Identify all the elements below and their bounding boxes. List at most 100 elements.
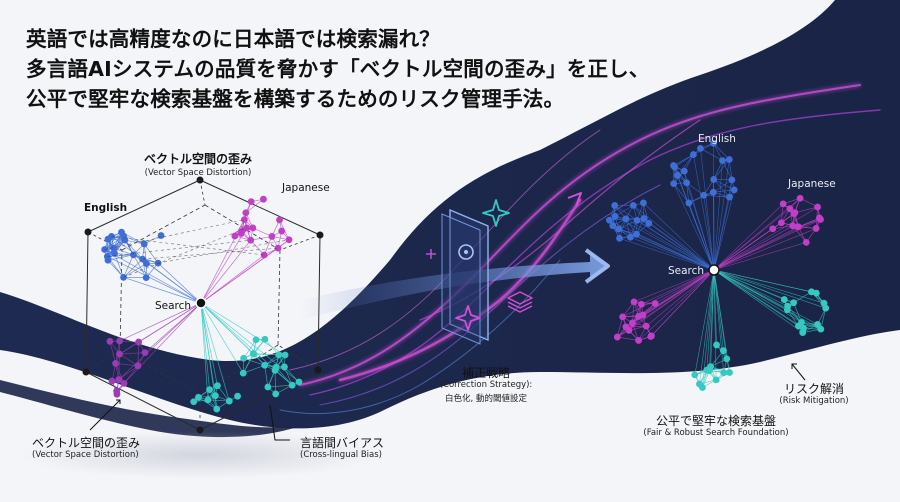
distortion-top-sublabel: (Vector Space Distortion) (144, 168, 252, 178)
cluster-node (278, 227, 286, 235)
search-link (625, 218, 715, 271)
right-english-cluster (670, 139, 738, 207)
cluster-edge (722, 160, 733, 181)
cluster-edge (123, 258, 143, 278)
left-network-shadow (20, 431, 380, 479)
cluster-node (242, 209, 250, 217)
cluster-node (157, 232, 165, 239)
search-link (638, 269, 715, 341)
search-link (713, 269, 799, 327)
cluster-edge (713, 160, 723, 180)
cluster-edge (673, 183, 690, 204)
cluster-node (118, 228, 125, 236)
search-link (699, 269, 715, 385)
search-link (144, 302, 202, 353)
cluster-node (213, 405, 221, 413)
search-link (713, 242, 807, 271)
hex-edge (199, 179, 321, 236)
search-link (713, 228, 817, 271)
cluster-edge (207, 399, 230, 402)
cluster-edge (133, 254, 147, 278)
right-search-node (708, 264, 720, 276)
cluster-node (260, 195, 267, 203)
cluster-edge (243, 339, 257, 359)
distortion-top-label: ベクトル空間の歪み (143, 152, 253, 166)
cluster-edge (713, 179, 730, 198)
cluster-edge (643, 202, 650, 224)
hex-vertex (196, 426, 204, 434)
cluster-edge (616, 316, 623, 338)
search-link (713, 269, 725, 373)
cluster-node (108, 377, 116, 385)
search-link (713, 269, 817, 294)
cluster-node (619, 313, 627, 321)
cluster-edge (677, 154, 694, 176)
cluster-edge (107, 260, 124, 278)
search-link (713, 225, 793, 271)
search-link (104, 249, 202, 304)
cluster-edge (673, 154, 694, 166)
search-link (633, 269, 715, 303)
sparkle-icon (426, 249, 436, 259)
cluster-edge (614, 205, 634, 217)
search-link (703, 195, 715, 271)
search-link (713, 203, 784, 271)
right-japanese-label: Japanese (788, 178, 836, 190)
cross-link (158, 239, 290, 264)
layers-icon (507, 291, 533, 313)
search-link (702, 269, 715, 388)
cluster-edge (713, 143, 730, 160)
cluster-edge (801, 322, 821, 330)
cluster-edge (250, 236, 273, 241)
search-link (713, 269, 788, 311)
callout-lines (89, 363, 806, 441)
cluster-edge (617, 336, 639, 341)
cluster-node (206, 386, 213, 394)
headline-line-3: 公平で堅牢な検索基盤を構築するためのリスク管理手法。 (26, 87, 565, 111)
search-link (200, 302, 254, 354)
search-link (123, 277, 202, 304)
cluster-node (272, 390, 280, 398)
search-link (641, 269, 715, 305)
correction-detail: 白色化, 動的閾値設定 (445, 394, 527, 404)
search-link (107, 256, 202, 304)
cluster-node (629, 201, 637, 209)
cluster-node (142, 274, 150, 282)
sparkle-icon (455, 305, 481, 331)
cluster-node (261, 335, 269, 343)
search-link (713, 269, 717, 380)
cluster-edge (793, 302, 802, 323)
hex-dashed-edge (119, 249, 123, 351)
search-link (200, 302, 293, 386)
search-link (200, 302, 300, 383)
left-japanese-label: Japanese (282, 182, 330, 194)
search-link (713, 160, 723, 271)
search-link (609, 219, 715, 271)
cluster-edge (619, 218, 627, 239)
search-link (713, 269, 825, 304)
cluster-node (281, 363, 288, 371)
cluster-edge (118, 365, 139, 380)
cluster-node (680, 167, 688, 175)
cluster-node (211, 392, 219, 400)
cluster-edge (703, 194, 730, 198)
cluster-edge (793, 291, 812, 304)
cluster-edge (700, 148, 723, 161)
cluster-edge (274, 370, 277, 394)
search-link (200, 302, 244, 374)
cluster-node (195, 393, 202, 401)
cluster-edge (243, 357, 265, 366)
left-search-node (195, 297, 207, 309)
left-vector-space-network (82, 176, 324, 434)
cluster-edge (123, 235, 145, 245)
cluster-node (240, 354, 248, 362)
cluster-node (130, 251, 137, 259)
bias-sublabel: (Cross-lingual Bias) (300, 450, 382, 460)
cluster-node (625, 326, 633, 334)
cluster-node (110, 244, 117, 252)
search-link (632, 269, 715, 324)
search-link (683, 171, 715, 271)
correction-label: 補正戦略 (461, 366, 511, 380)
cluster-edge (119, 353, 139, 367)
right-english-label: English (698, 133, 736, 145)
